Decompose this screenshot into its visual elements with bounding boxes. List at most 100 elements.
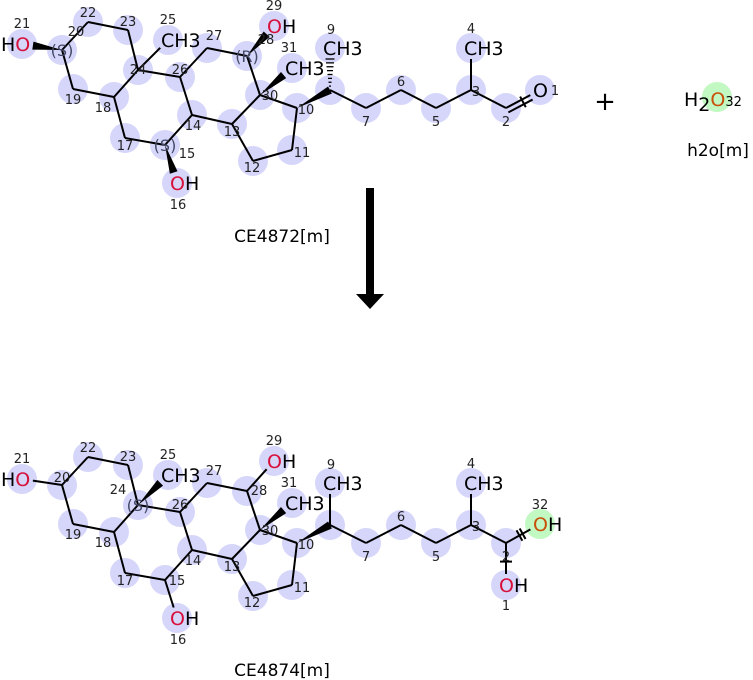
atom-number: 22 <box>80 6 97 21</box>
bond <box>164 549 193 581</box>
atom-label-16: OH <box>170 173 199 195</box>
bond <box>329 524 367 544</box>
bond <box>113 504 139 533</box>
atom-number: 26 <box>172 498 189 513</box>
bond <box>179 47 208 78</box>
bond <box>246 468 268 492</box>
atom-highlight <box>277 488 307 518</box>
bond <box>61 456 89 486</box>
atom-number: 29 <box>266 434 283 449</box>
bond <box>72 523 115 533</box>
atom-label-1: O <box>533 80 548 102</box>
atom-highlight <box>153 460 183 490</box>
atom-highlight <box>456 468 486 498</box>
reactant-name-ce4872: CE4872[m] <box>234 227 330 247</box>
bond <box>231 529 261 560</box>
bond <box>400 89 437 109</box>
atom-label-21: HO <box>1 34 30 56</box>
bond <box>206 482 248 492</box>
bond <box>191 114 233 125</box>
atom-number: 5 <box>432 550 440 565</box>
bond <box>87 456 129 466</box>
atom-label-29: OH <box>267 16 296 38</box>
atom-number: 21 <box>14 17 31 32</box>
atom-number: 10 <box>298 538 315 553</box>
atom-number: 14 <box>185 119 202 134</box>
bond <box>400 524 437 544</box>
stereo-label: (R) <box>235 47 259 66</box>
bond-change-mark <box>518 528 527 540</box>
atom-number: 20 <box>54 471 71 486</box>
atom-number: 19 <box>65 528 82 543</box>
atom-number: 16 <box>170 198 187 213</box>
atom-number: 1 <box>502 599 510 614</box>
bond <box>365 89 402 109</box>
bond <box>252 584 293 597</box>
wedge-bond <box>138 479 164 505</box>
wedge-bond <box>260 507 287 530</box>
atom-highlight <box>491 570 521 600</box>
bond <box>61 49 74 90</box>
atom-number: 13 <box>224 125 241 140</box>
bond <box>329 89 367 109</box>
stereo-label: (S) <box>51 41 74 60</box>
bond <box>127 464 139 506</box>
atom-label-21: HO <box>1 469 30 491</box>
bond <box>470 89 507 109</box>
wedge-bond <box>297 86 332 108</box>
wedge-bond <box>32 41 62 50</box>
atom-number: 23 <box>120 450 137 465</box>
atom-number: 7 <box>362 550 370 565</box>
bond <box>61 484 74 525</box>
wedge-bond <box>165 145 178 174</box>
product-name-ce4874: CE4874[m] <box>234 661 330 680</box>
bond <box>259 529 298 544</box>
bond <box>61 21 89 51</box>
atom-number: 28 <box>251 484 268 499</box>
methyl-label: CH3 <box>285 58 325 80</box>
methyl-label: CH3 <box>161 465 201 487</box>
atom-number: 17 <box>117 139 134 154</box>
atom-number: 7 <box>362 115 370 130</box>
atom-highlight <box>162 168 192 198</box>
methyl-label: CH3 <box>323 38 363 60</box>
atom-number: 17 <box>117 574 134 589</box>
bond <box>127 29 139 71</box>
atom-number: 2 <box>502 550 510 565</box>
atom-number: 16 <box>170 633 187 648</box>
bond-change-mark <box>519 96 527 108</box>
bond <box>87 21 129 31</box>
atom-label-16: OH <box>170 608 199 630</box>
atom-highlight <box>702 82 732 112</box>
bond <box>124 137 166 146</box>
bond <box>164 114 193 146</box>
methyl-label: CH3 <box>464 38 504 60</box>
bond <box>164 579 175 608</box>
atom-number: 26 <box>172 63 189 78</box>
atom-number: 27 <box>206 464 223 479</box>
stereo-label: (S) <box>127 496 150 515</box>
bond <box>231 558 254 597</box>
methyl-label: CH3 <box>464 473 504 495</box>
atom-number: 12 <box>244 596 261 611</box>
atom-label-29: OH <box>267 451 296 473</box>
atom-number: 12 <box>244 161 261 176</box>
atom-number: 11 <box>294 146 311 161</box>
atom-number: 3 <box>472 85 480 100</box>
double-bond <box>507 98 534 114</box>
atom-number: 24 <box>130 63 147 78</box>
methyl-label: CH3 <box>323 473 363 495</box>
atom-number: 4 <box>467 457 475 472</box>
atom-number: 20 <box>68 25 85 40</box>
atom-number: 11 <box>294 581 311 596</box>
atom-number: 4 <box>467 22 475 37</box>
atom-number: 25 <box>160 448 177 463</box>
reaction-arrow <box>356 188 384 309</box>
bond <box>137 504 181 513</box>
bond <box>32 479 63 486</box>
atom-number: 19 <box>65 93 82 108</box>
bond <box>246 490 261 531</box>
atom-number: 23 <box>120 15 137 30</box>
water-molecule: H2O32 <box>684 82 742 116</box>
